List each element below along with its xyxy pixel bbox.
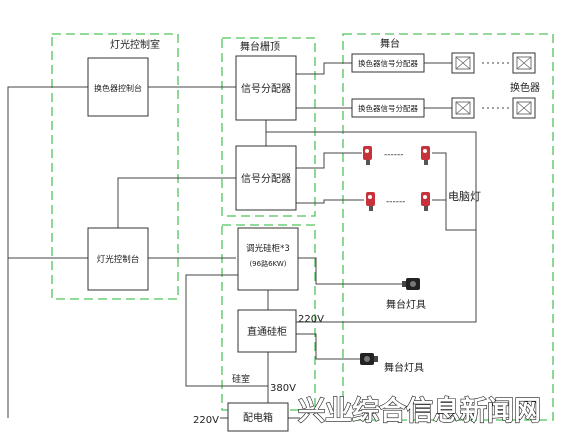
watermark: 兴业综合信息新闻网 — [298, 395, 541, 427]
color-changer-icon — [512, 52, 536, 74]
splitter-mid-block: 信号分配器 — [235, 145, 297, 211]
scroller-console-label: 换色器控制台 — [94, 83, 142, 93]
scroller-splitter-2-label: 换色器信号分配器 — [358, 103, 418, 113]
moving-light-icon — [366, 192, 375, 211]
dimmer-cabinet-block: 调光硅柜*3 (96路6KW) — [237, 227, 299, 291]
stage-fixture-icon — [360, 353, 378, 365]
moving-light-label: 电脑灯 — [448, 190, 481, 203]
color-changer-icon — [451, 97, 475, 119]
stage-fixture-label: 舞台灯具 — [384, 361, 424, 374]
voltage-label: 220V — [193, 415, 219, 426]
moving-light-icon — [421, 146, 430, 165]
zone-title-dimmer-room: 硅室 — [232, 373, 250, 385]
zone-stage — [342, 33, 554, 421]
color-changer-icon — [512, 97, 536, 119]
dots-moving-2: ------ — [386, 197, 406, 207]
wiring — [7, 62, 477, 419]
splitter-top-block: 信号分配器 — [235, 55, 297, 121]
stage-fixture-icon — [402, 278, 420, 290]
scroller-splitter-1-block: 换色器信号分配器 — [351, 53, 425, 73]
dimmer-cabinet-spec: (96路6KW) — [249, 259, 286, 268]
moving-light-icon — [421, 192, 430, 211]
dots-moving-1: ------ — [384, 150, 404, 160]
moving-light-icon — [363, 146, 372, 165]
color-changer-label: 换色器 — [510, 81, 540, 94]
voltage-label: 380V — [270, 383, 296, 394]
splitter-mid-label: 信号分配器 — [241, 173, 291, 185]
distribution-box-label: 配电箱 — [243, 411, 273, 424]
scroller-splitter-2-block: 换色器信号分配器 — [351, 98, 425, 118]
direct-cabinet-block: 直通硅柜 — [237, 309, 297, 353]
splitter-top-label: 信号分配器 — [241, 83, 291, 95]
voltage-label: 220V — [298, 314, 324, 325]
direct-cabinet-label: 直通硅柜 — [247, 325, 287, 338]
dimmer-cabinet-label: 调光硅柜*3 — [246, 243, 290, 254]
lighting-console-block: 灯光控制台 — [87, 227, 149, 291]
zone-title-control-room: 灯光控制室 — [110, 38, 160, 51]
zone-grid — [221, 37, 316, 217]
zone-control-room — [51, 33, 179, 300]
color-changer-icon — [451, 52, 475, 74]
scroller-splitter-1-label: 换色器信号分配器 — [358, 58, 418, 68]
lighting-console-label: 灯光控制台 — [97, 254, 140, 265]
zone-title-grid: 舞台栅顶 — [240, 40, 280, 53]
scroller-console-block: 换色器控制台 — [87, 57, 149, 117]
distribution-box-block: 配电箱 — [227, 402, 289, 432]
zone-title-stage: 舞台 — [380, 37, 400, 50]
stage-fixture-label: 舞台灯具 — [386, 298, 426, 311]
